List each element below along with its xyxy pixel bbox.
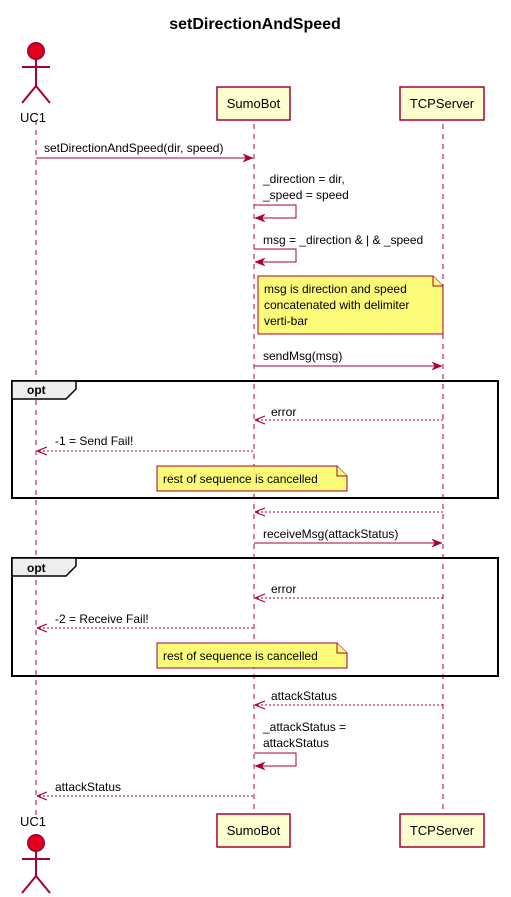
- fragment-opt-send: opt: [11, 380, 499, 499]
- participant-box: [216, 813, 291, 848]
- note-text: rest of sequence is cancelled: [163, 649, 318, 663]
- note-cancel-send: rest of sequence is cancelled: [156, 465, 348, 492]
- participant-label-uc1: UC1: [20, 814, 46, 829]
- diagram-title: setDirectionAndSpeed: [169, 16, 341, 33]
- actor-uc1-top: UC1: [20, 42, 51, 125]
- message-label: sendMsg(msg): [263, 349, 342, 363]
- participant-label-tcpserver: TCPServer: [410, 96, 475, 111]
- fragment-label: opt: [27, 383, 46, 397]
- participant-label-uc1: UC1: [20, 110, 46, 125]
- participant-sumobot-bottom: SumoBot: [216, 813, 291, 848]
- message-label: -1 = Send Fail!: [55, 434, 133, 448]
- actor-body-icon: [21, 59, 51, 104]
- note-box: [257, 275, 444, 335]
- note-text: verti-bar: [264, 314, 308, 328]
- actor-body-icon: [21, 851, 51, 894]
- fragment-label: opt: [27, 561, 46, 575]
- actor-head-icon: [27, 834, 45, 852]
- note-box: [156, 642, 348, 669]
- note-text: rest of sequence is cancelled: [163, 472, 318, 486]
- message-label: -2 = Receive Fail!: [55, 612, 149, 626]
- participant-box: [216, 86, 291, 121]
- participant-box: [399, 813, 485, 848]
- note-fold: [336, 466, 347, 477]
- note-fold: [336, 643, 347, 654]
- note-text: concatenated with delimiter: [264, 298, 409, 312]
- note-fold: [432, 276, 443, 287]
- message-label: setDirectionAndSpeed(dir, speed): [44, 141, 223, 155]
- message-label: _speed = speed: [262, 188, 349, 202]
- message-label: attackStatus: [263, 736, 329, 750]
- participant-label-sumobot: SumoBot: [227, 96, 281, 111]
- message-label: error: [271, 582, 296, 596]
- participant-tcpserver-top: TCPServer: [399, 86, 485, 121]
- message-label: msg = _direction & | & _speed: [263, 233, 423, 247]
- message-label: attackStatus: [271, 689, 337, 703]
- note-msg-format: msg is direction and speed concatenated …: [257, 275, 444, 335]
- message-label: _direction = dir,: [262, 172, 345, 186]
- participant-box: [399, 86, 485, 121]
- self-message-arrow: [254, 248, 297, 262]
- fragment-frame: [11, 380, 499, 499]
- message-label: receiveMsg(attackStatus): [263, 527, 398, 541]
- self-message-arrow: [254, 752, 297, 766]
- message-label: _attackStatus =: [262, 720, 346, 734]
- note-text: msg is direction and speed: [264, 282, 407, 296]
- actor-uc1-bottom: UC1: [20, 814, 51, 894]
- fragment-tab: [11, 380, 77, 400]
- note-cancel-receive: rest of sequence is cancelled: [156, 642, 348, 669]
- message-label: error: [271, 405, 296, 419]
- participant-sumobot-top: SumoBot: [216, 86, 291, 121]
- fragment-frame: [11, 557, 499, 677]
- participant-label-sumobot: SumoBot: [227, 823, 281, 838]
- note-box: [156, 465, 348, 492]
- actor-head-icon: [27, 42, 45, 60]
- participant-label-tcpserver: TCPServer: [410, 823, 475, 838]
- message-label: attackStatus: [55, 780, 121, 794]
- participant-tcpserver-bottom: TCPServer: [399, 813, 485, 848]
- fragment-tab: [11, 557, 77, 577]
- self-message-arrow: [254, 204, 297, 218]
- fragment-opt-receive: opt: [11, 557, 499, 677]
